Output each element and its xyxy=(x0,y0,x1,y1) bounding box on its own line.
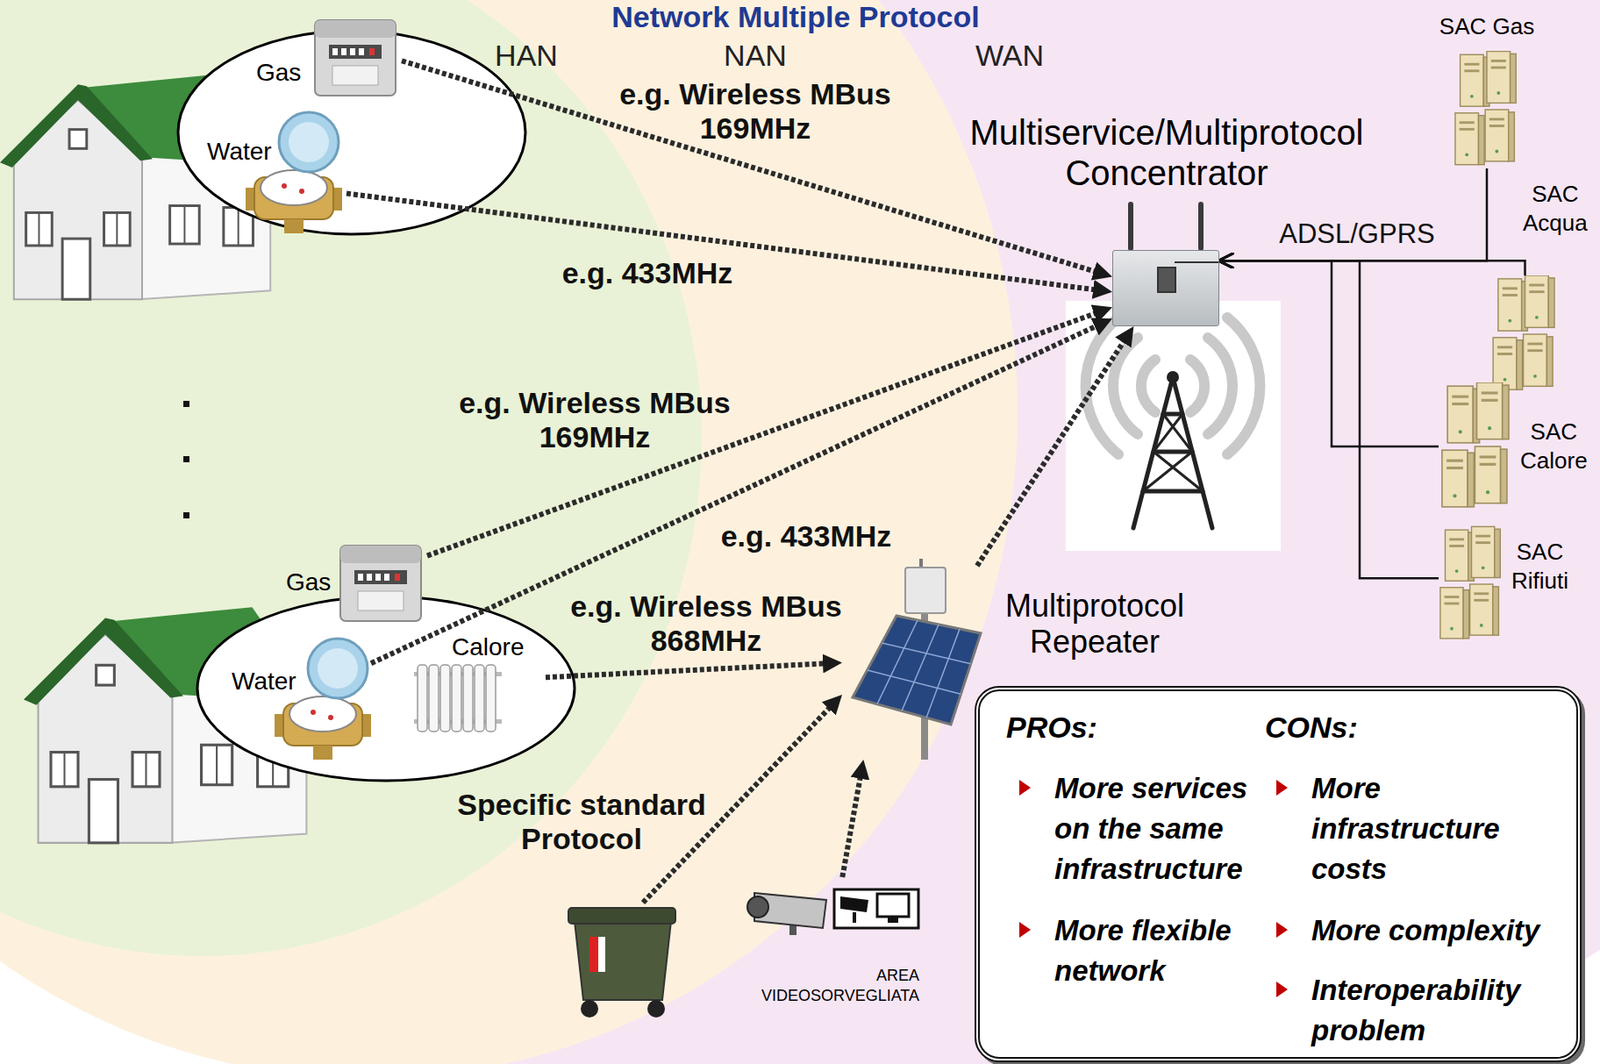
antenna-icon xyxy=(1128,201,1204,251)
edge-label: e.g. 433MHz xyxy=(542,256,753,291)
pros-cons-box: PROs: More services on the same infrastru… xyxy=(974,685,1582,1063)
node-text: SAC Rifiuti xyxy=(1511,537,1569,595)
node-text: AREA VIDEOSORVEGLIATA xyxy=(761,965,920,1006)
water-meter: Water xyxy=(203,105,347,237)
link-type-label: ADSL/GPRS xyxy=(1260,218,1454,250)
server-node: SAC Calore xyxy=(1438,382,1515,511)
server-node: SAC Gas xyxy=(1453,50,1521,169)
server-node: SAC Acqua xyxy=(1489,275,1561,393)
gas-meter-icon xyxy=(314,20,396,96)
node-text: Multiservice/Multiprotocol Concentrator xyxy=(960,112,1373,193)
radio-link xyxy=(401,60,1104,274)
radio-link xyxy=(346,193,1103,292)
server-icon xyxy=(1440,526,1500,639)
node-text: Water xyxy=(231,667,297,696)
protocol-label: Specific standard Protocol xyxy=(450,787,714,857)
camera-sign-icon xyxy=(747,889,919,936)
bullet-triangle xyxy=(1019,921,1031,938)
node-text: More complexity xyxy=(1311,910,1566,951)
node-text: Water xyxy=(207,137,272,166)
bullet-triangle xyxy=(1019,779,1031,796)
solar-repeater-icon xyxy=(852,558,981,760)
node-text: Gas xyxy=(256,58,301,87)
server-icon xyxy=(1492,275,1555,390)
device-panel xyxy=(1157,266,1177,293)
server-icon xyxy=(1442,382,1509,508)
node-text: Calore xyxy=(451,633,524,662)
server-icon xyxy=(1455,51,1516,165)
bullet-triangle xyxy=(1276,921,1288,938)
device-wire xyxy=(1174,261,1219,264)
concentrator-box: Multiservice/Multiprotocol Concentrator xyxy=(1112,250,1220,327)
heat-meter: Calore xyxy=(414,628,546,735)
node-text: More services on the same infrastructure xyxy=(1054,768,1262,890)
wired-link xyxy=(1219,260,1526,276)
node-text: CONs: xyxy=(1264,710,1358,745)
edge-label: e.g. Wireless MBus 868MHz xyxy=(557,589,856,658)
zone-label: NAN xyxy=(702,38,808,73)
zone-label: WAN xyxy=(957,38,1063,73)
water-meter-icon xyxy=(245,112,343,234)
zone-label: HAN xyxy=(473,38,579,73)
node-text: SAC Gas xyxy=(1435,13,1538,41)
repeater-node: Multiprotocol Repeater xyxy=(842,565,985,760)
diagram-title: Network Multiple Protocol xyxy=(357,0,1235,35)
waste-bin-icon xyxy=(568,907,676,1018)
node-text: Interoperability problem xyxy=(1311,970,1566,1051)
bullet-triangle xyxy=(1276,981,1288,998)
radio-link xyxy=(842,769,862,878)
wired-link xyxy=(1219,260,1439,579)
radio-link xyxy=(545,663,833,678)
node-text: More flexible network xyxy=(1054,910,1262,992)
gas-meter: Gas xyxy=(254,14,402,99)
node-text: SAC Acqua xyxy=(1522,179,1588,237)
radio-link xyxy=(371,322,1104,664)
node-text: Gas xyxy=(285,568,331,597)
water-meter: Water xyxy=(229,630,372,767)
node-text: Multiprotocol Repeater xyxy=(989,587,1200,661)
gas-meter-icon xyxy=(340,545,422,622)
wired-link xyxy=(1219,260,1439,447)
radiator-icon xyxy=(414,664,502,732)
edge-label: e.g. Wireless MBus 169MHz xyxy=(445,385,744,455)
gas-meter: Gas xyxy=(282,538,428,629)
water-meter-icon xyxy=(274,638,372,760)
left-dots xyxy=(183,400,190,519)
home-area-ellipse xyxy=(197,596,575,781)
node-text: PROs: xyxy=(1006,710,1098,745)
node-text: SAC Calore xyxy=(1520,417,1588,475)
node-text: More infrastructure costs xyxy=(1311,768,1566,890)
camera-node: AREA VIDEOSORVEGLIATA xyxy=(750,877,922,1009)
radio-link xyxy=(977,334,1129,566)
radio-link xyxy=(427,310,1104,557)
server-node: SAC Rifiuti xyxy=(1438,525,1505,643)
edge-label: e.g. Wireless MBus 169MHz xyxy=(606,77,905,146)
edge-label: e.g. 433MHz xyxy=(700,519,912,554)
bullet-triangle xyxy=(1276,779,1288,796)
radio-tower-icon xyxy=(1065,300,1281,551)
